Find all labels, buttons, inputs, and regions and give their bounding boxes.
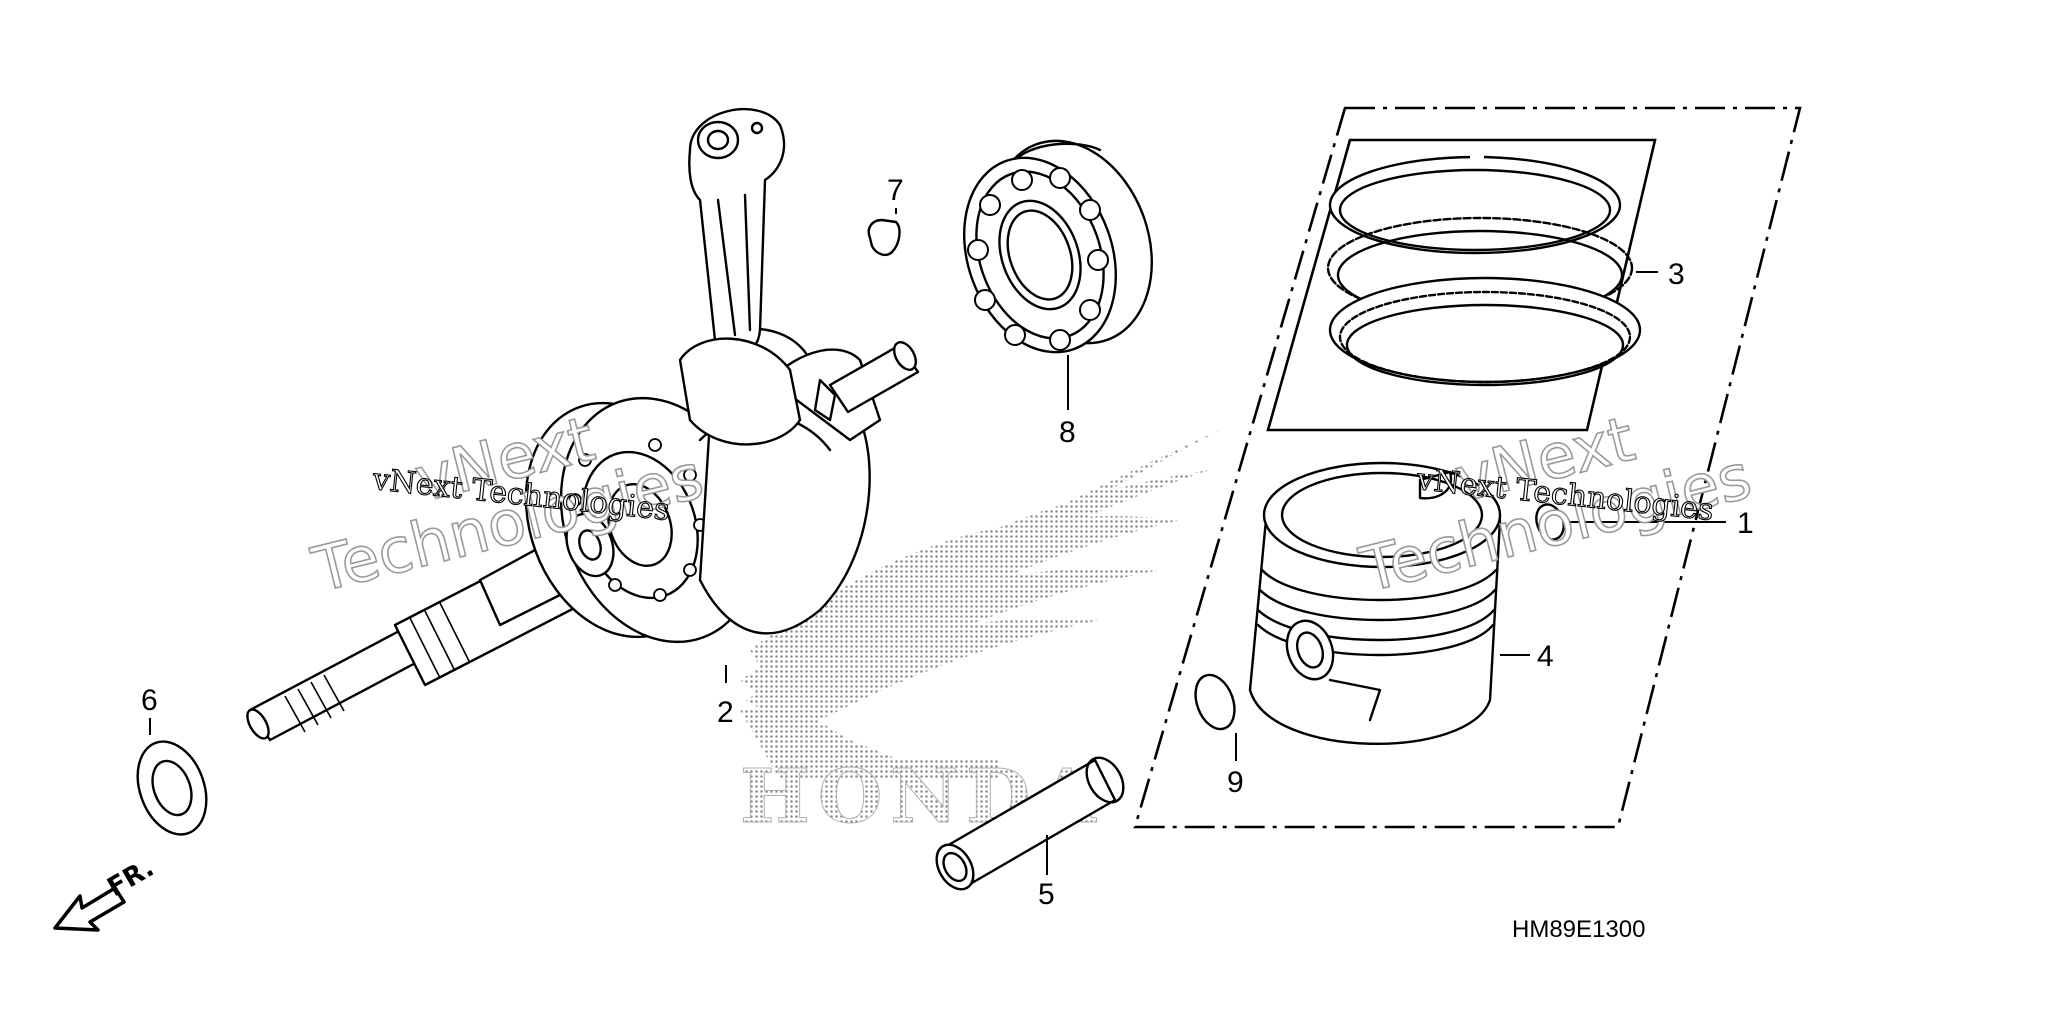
watermark-right: vNext Technologies vNext Technologies bbox=[1352, 401, 1759, 607]
ball-bearing bbox=[962, 139, 1153, 354]
piston-pin-clip-upper bbox=[1535, 503, 1565, 541]
piston-pin bbox=[935, 756, 1125, 891]
callout-2: 2 bbox=[717, 696, 734, 729]
callout-4: 4 bbox=[1537, 640, 1554, 673]
front-direction-arrow: FR. bbox=[53, 853, 159, 932]
callout-8: 8 bbox=[1059, 416, 1076, 449]
callout-5: 5 bbox=[1038, 878, 1055, 911]
callout-1: 1 bbox=[1737, 507, 1754, 540]
piston-ring-set bbox=[1326, 155, 1642, 387]
piston-pin-clip bbox=[1194, 673, 1236, 731]
honda-wing-logo: HONDA bbox=[740, 430, 1220, 841]
callout-3: 3 bbox=[1668, 258, 1685, 291]
thrust-washer bbox=[136, 740, 208, 836]
woodruff-key bbox=[867, 218, 901, 257]
piston bbox=[1248, 461, 1502, 746]
callout-9: 9 bbox=[1227, 766, 1244, 799]
crankshaft-assembly bbox=[246, 108, 920, 742]
callout-7: 7 bbox=[887, 174, 904, 207]
callout-6: 6 bbox=[141, 684, 158, 717]
callout-labels: 1 2 3 4 5 6 7 8 9 bbox=[141, 174, 1754, 911]
piston-group-frame bbox=[1133, 106, 1802, 829]
leader-lines bbox=[149, 208, 1726, 875]
drawing-code: HM89E1300 bbox=[1512, 916, 1645, 943]
